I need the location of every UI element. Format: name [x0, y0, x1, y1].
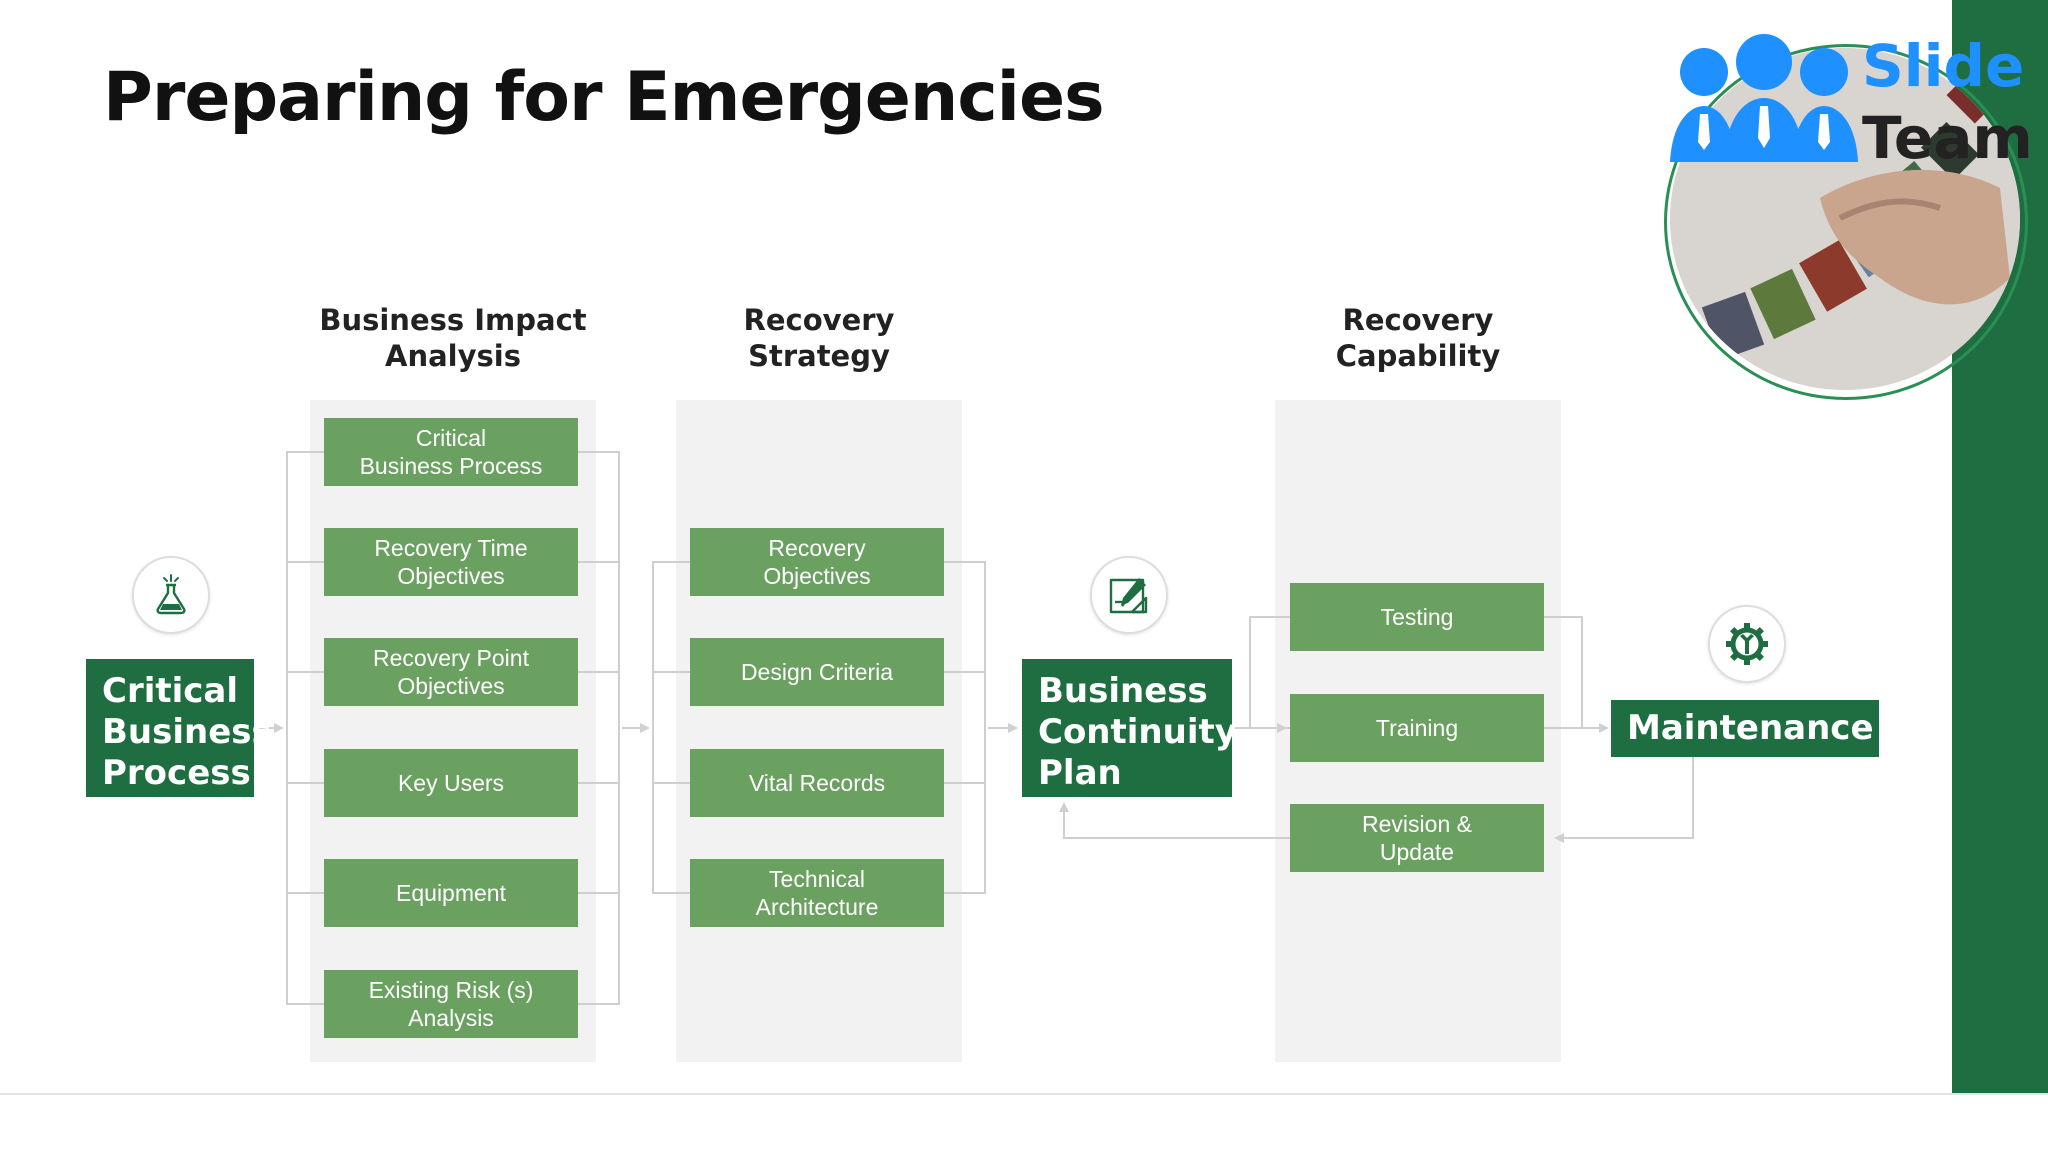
gear-wrench-icon: [1708, 605, 1786, 683]
box-recovery-objectives: Recovery Objectives: [690, 528, 944, 596]
heading-recovery-capability: Recovery Capability: [1335, 303, 1501, 373]
panel-business-impact: [310, 400, 596, 1062]
panel-recovery-strategy: [676, 400, 962, 1062]
people-icon: [1670, 34, 1858, 162]
box-revision-update: Revision & Update: [1290, 804, 1544, 872]
box-testing: Testing: [1290, 583, 1544, 651]
box-existing-risk-analysis: Existing Risk (s) Analysis: [324, 970, 578, 1038]
drafting-icon: [1090, 556, 1168, 634]
box-recovery-point-objectives: Recovery Point Objectives: [324, 638, 578, 706]
logo-text-slide: Slide: [1862, 32, 2025, 100]
logo-text-team: Team: [1862, 104, 2033, 172]
heading-recovery-strategy: Recovery Strategy: [743, 303, 895, 373]
logo-ring: [1664, 44, 2028, 400]
bottom-divider: [0, 1093, 2048, 1095]
page-title: Preparing for Emergencies: [103, 58, 1105, 137]
box-equipment: Equipment: [324, 859, 578, 927]
box-technical-architecture: Technical Architecture: [690, 859, 944, 927]
connector-lines: [255, 451, 1694, 1005]
box-recovery-time-objectives: Recovery Time Objectives: [324, 528, 578, 596]
stage-maintenance: Maintenance: [1611, 700, 1879, 757]
flask-icon: [132, 556, 210, 634]
slide: Preparing for Emergencies Slide Team: [86, 0, 2048, 1093]
box-vital-records: Vital Records: [690, 749, 944, 817]
box-key-users: Key Users: [324, 749, 578, 817]
box-training: Training: [1290, 694, 1544, 762]
stage-business-continuity-plan: Business Continuity Plan: [1022, 659, 1237, 797]
box-design-criteria: Design Criteria: [690, 638, 944, 706]
heading-business-impact: Business Impact Analysis: [319, 303, 587, 373]
box-critical-business-process: Critical Business Process: [324, 418, 578, 486]
stage-critical-business-process: Critical Business Process: [86, 659, 272, 797]
